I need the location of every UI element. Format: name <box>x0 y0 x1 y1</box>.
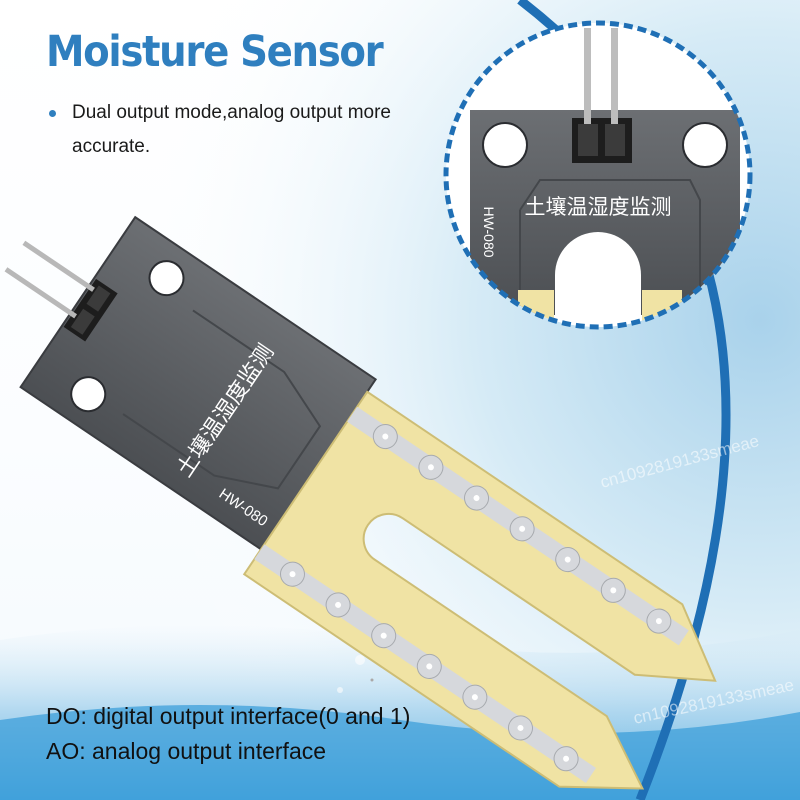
sensor-board: 土壤温湿度监测 HW-080 <box>4 215 717 790</box>
mounting-hole-icon <box>148 260 185 297</box>
do-interface-label: DO: digital output interface(0 and 1) <box>46 703 411 729</box>
mounting-hole-icon <box>70 376 107 413</box>
pin-header-icon <box>4 240 118 342</box>
model-label-inset: HW-080 <box>481 206 497 257</box>
bullet-dot-icon <box>49 110 56 117</box>
chinese-label-inset: 土壤温湿度监测 <box>525 195 672 219</box>
pin-header-icon <box>572 28 632 163</box>
ao-interface-label: AO: analog output interface <box>46 738 327 764</box>
mounting-hole-icon <box>682 122 728 168</box>
page-title: Moisture Sensor <box>46 27 384 77</box>
mounting-hole-icon <box>482 122 528 168</box>
feature-bullet: Dual output mode,analog output more accu… <box>72 102 391 157</box>
